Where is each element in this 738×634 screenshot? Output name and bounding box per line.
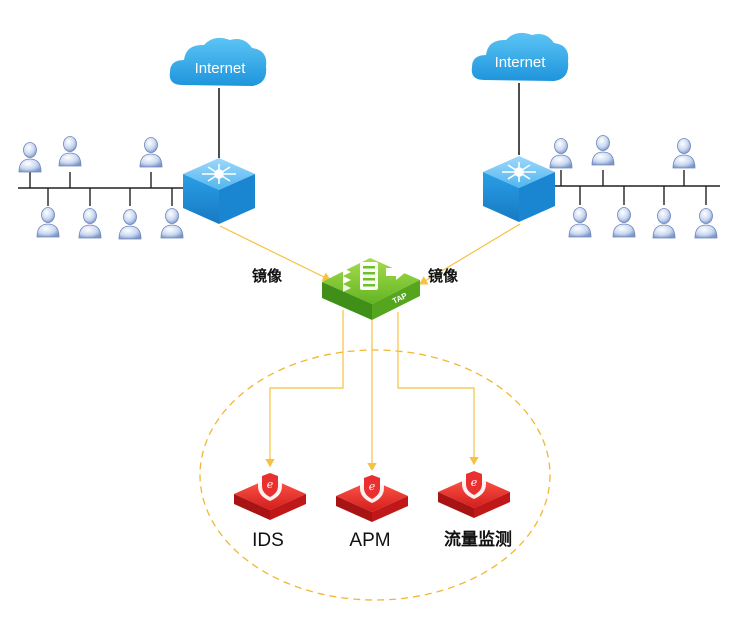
left-user-icon-6	[118, 209, 142, 240]
right-mirror-arrow	[418, 223, 521, 285]
right-user-icon-1	[549, 138, 573, 169]
right-switch-icon	[482, 155, 556, 223]
tap-device-icon: TAP	[322, 258, 420, 320]
left-user-icon-1	[18, 142, 42, 173]
right-mirror-label: 镜像	[428, 267, 459, 285]
tap-output-lines	[265, 310, 479, 472]
flow-monitor-device-icon	[438, 466, 510, 518]
flow-monitor-label: 流量监测	[444, 529, 512, 550]
left-user-icon-4	[36, 207, 60, 238]
left-user-icon-7	[160, 208, 184, 239]
left-switch-icon	[182, 157, 256, 225]
right-lan-drops	[560, 170, 707, 205]
right-user-icon-2	[591, 135, 615, 166]
left-cloud-label: Internet	[195, 60, 247, 77]
monitoring-zone-ellipse	[199, 349, 551, 601]
right-cloud-label: Internet	[495, 54, 547, 71]
left-user-icon-2	[58, 136, 82, 167]
right-user-icon-6	[652, 208, 676, 239]
right-user-icon-3	[672, 138, 696, 169]
right-cloud-icon: Internet	[471, 32, 569, 81]
ids-label: IDS	[252, 530, 284, 551]
left-mirror-arrow	[219, 225, 332, 282]
left-user-icon-3	[139, 137, 163, 168]
left-network: Internet	[18, 37, 267, 240]
ids-device-icon	[234, 468, 306, 520]
left-cloud-icon: Internet	[169, 37, 267, 86]
right-user-icon-7	[694, 208, 718, 239]
right-user-icon-5	[612, 207, 636, 238]
right-network: Internet	[471, 32, 720, 239]
right-user-icon-4	[568, 207, 592, 238]
left-lan-drops	[29, 172, 173, 206]
apm-device-icon	[336, 470, 408, 522]
left-user-icon-5	[78, 208, 102, 239]
left-mirror-label: 镜像	[252, 267, 283, 285]
apm-label: APM	[349, 530, 390, 551]
